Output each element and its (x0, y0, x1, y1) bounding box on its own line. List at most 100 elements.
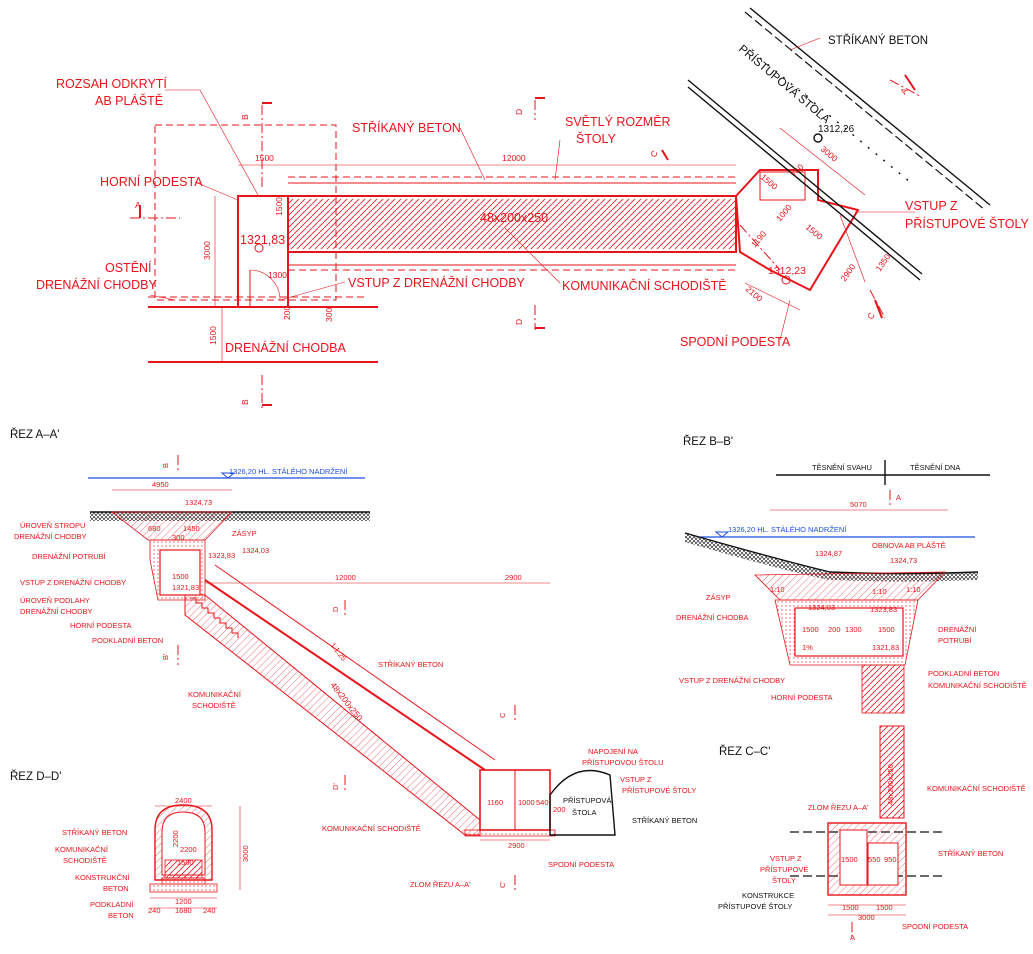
dim-1500-aa: 1500 (172, 572, 189, 581)
label-drenazni-chodba-bb: DRENÁŽNÍ CHODBA (676, 613, 749, 622)
dim-550-cc: 550 (868, 855, 881, 864)
label-uroven-podlahy-1: ÚROVEŇ PODLAHY (20, 596, 90, 605)
opening-cc (839, 829, 868, 886)
label-rozsah-1: ROZSAH ODKRYTÍ (56, 76, 167, 91)
title-section-bb: ŘEZ B–B' (683, 435, 733, 448)
label-strikany-beton: STŘÍKANÝ BETON (352, 120, 461, 135)
label-obnova: OBNOVA AB PLÁŠTĚ (872, 541, 946, 550)
dim-1500c-cc: 1500 (876, 903, 893, 912)
water-level-text-bb: 1326,20 HL. STÁLÉHO NADRŽENÍ (728, 525, 847, 534)
label-uroven-stropu-1: ÚROVEŇ STROPU (20, 521, 85, 530)
water-level-arrow-aa (220, 472, 236, 479)
label-stairs-spec: 48x200x250 (480, 211, 548, 225)
dim-1200-dd: 1200 (175, 897, 192, 906)
section-bb: ŘEZ B–B' TĚSNĚNÍ SVAHU TĚSNĚNÍ DNA 1326,… (676, 435, 1027, 714)
mark-b2-aa: B' (161, 653, 170, 660)
label-spodni-podesta: SPODNÍ PODESTA (680, 334, 791, 349)
gallery-wall-1b (687, 86, 921, 281)
mark-a-bb: A (896, 493, 901, 502)
dim-1680-dd: 1680 (175, 906, 192, 915)
label-spodni-podesta-aa: SPODNÍ PODESTA (548, 860, 614, 869)
dim-200: 200 (282, 306, 292, 320)
leader-vstup (279, 281, 346, 301)
label-zasyp-bb: ZÁSYP (706, 593, 731, 602)
label-podkladni-dd-1: PODKLADNÍ (90, 900, 134, 909)
water-level-text-aa: 1326,20 HL. STÁLÉHO NADRŽENÍ (229, 467, 348, 476)
stair-steps-aa (190, 597, 239, 638)
leader-svetly (554, 139, 561, 181)
stairs-spec-cc: 48x200x250 (886, 764, 895, 805)
dim-950-cc: 950 (884, 855, 897, 864)
stairs-bb (861, 664, 905, 714)
dim-1500v: 1500 (274, 197, 284, 216)
mark-a-cc: A (850, 933, 855, 942)
leader-osteni (149, 294, 176, 301)
label-podkladni-dd-2: BETON (108, 911, 134, 920)
elev-132473-aa: 1324,73 (185, 498, 212, 507)
dim-1500b-bb: 1500 (878, 625, 895, 634)
mark-d2: D (514, 319, 524, 325)
dim-740: 740 (789, 162, 806, 180)
leader-rozsah (165, 89, 259, 196)
elevation-marker-3 (781, 275, 791, 285)
dim-line-right (779, 127, 866, 196)
slope-3-bb: 1:10 (906, 585, 921, 594)
pct-bb: 1% (802, 643, 813, 652)
dim-line-2100 (744, 282, 801, 311)
elev-132403-bb: 1324,03 (808, 603, 835, 612)
mark-c2: C (865, 311, 877, 321)
dim-240b-dd: 240 (203, 906, 216, 915)
mark-d2-aa: D' (331, 783, 340, 790)
dim-1000-aa: 1000 (518, 798, 535, 807)
dim-1190: 1190 (749, 229, 769, 250)
title-section-aa: ŘEZ A–A' (10, 428, 60, 441)
leader-komunikacni (504, 227, 561, 284)
dim-1300-bb: 1300 (845, 625, 862, 634)
dim-12000-aa: 12000 (335, 573, 356, 582)
dim-2400-dd: 2400 (175, 796, 192, 805)
label-uroven-podlahy-2: DRENÁŽNÍ CHODBY (20, 607, 93, 616)
dim-1500r2: 1500 (804, 222, 825, 242)
label-drenazni-chodba: DRENÁŽNÍ CHODBA (225, 340, 347, 355)
arrow-c2 (874, 299, 883, 319)
concrete-dd (161, 877, 206, 885)
arrow-c (661, 149, 669, 161)
mark-c2-aa: C' (498, 881, 507, 888)
label-komunikacni-aa2: KOMUNIKAČNÍ SCHODIŠTĚ (322, 824, 421, 833)
label-komunikacni: KOMUNIKAČNÍ SCHODIŠTĚ (562, 278, 727, 293)
label-spodni-podesta-cc: SPODNÍ PODESTA (902, 922, 968, 931)
gallery-wall-1 (687, 79, 923, 275)
slope-1-bb: 1:10 (770, 585, 785, 594)
gallery-wall-2b (749, 7, 991, 206)
dim-200-aa: 200 (553, 805, 566, 814)
dim-4950: 4950 (152, 480, 169, 489)
label-zasyp-aa: ZÁSYP (232, 529, 257, 538)
label-vstup-cc-3: ŠTOLY (772, 876, 796, 885)
section-aa: ŘEZ A–A' 1326,20 HL. STÁLÉHO NADRŽENÍ (10, 428, 697, 890)
label-napojeni-1: NAPOJENÍ NA (588, 747, 638, 756)
stairs-cc (879, 725, 905, 819)
dim-3000-cc: 3000 (858, 913, 875, 922)
tunnel-inner-dd (161, 811, 206, 876)
dim-300-aa: 300 (172, 533, 185, 542)
label-rozsah-2: AB PLÁŠTĚ (95, 93, 163, 108)
cut-c-line2 (869, 289, 886, 319)
label-konstrukce-cc-2: PŘÍSTUPOVÉ ŠTOLY (718, 902, 792, 911)
label-pristupova-stola: PŘÍSTUPOVÁ ŠTOLA (736, 42, 833, 126)
dim-1000: 1000 (774, 202, 794, 223)
ground-surface-aa (90, 512, 370, 521)
leader-spodni (779, 299, 791, 341)
label-zlom-cc: ZLOM ŘEZU A–A' (808, 803, 869, 812)
label-vstup-cc-1: VSTUP Z (770, 854, 802, 863)
label-pristupova-stola-aa-1: PŘÍSTUPOVÁ (563, 796, 611, 805)
title-section-dd: ŘEZ D–D' (10, 770, 61, 783)
stair-slab-aa (184, 594, 481, 836)
section-dd: ŘEZ D–D' 2400 2200 2200 1500 3000 1200 2… (10, 770, 250, 920)
mark-c-aa: C (498, 712, 507, 718)
elevation-2: 1312,26 (818, 124, 855, 135)
stair-opening-cc (867, 842, 899, 886)
lower-landing (734, 169, 860, 292)
elev-132487: 1324,87 (815, 549, 842, 558)
dim-1160-aa: 1160 (487, 798, 503, 807)
